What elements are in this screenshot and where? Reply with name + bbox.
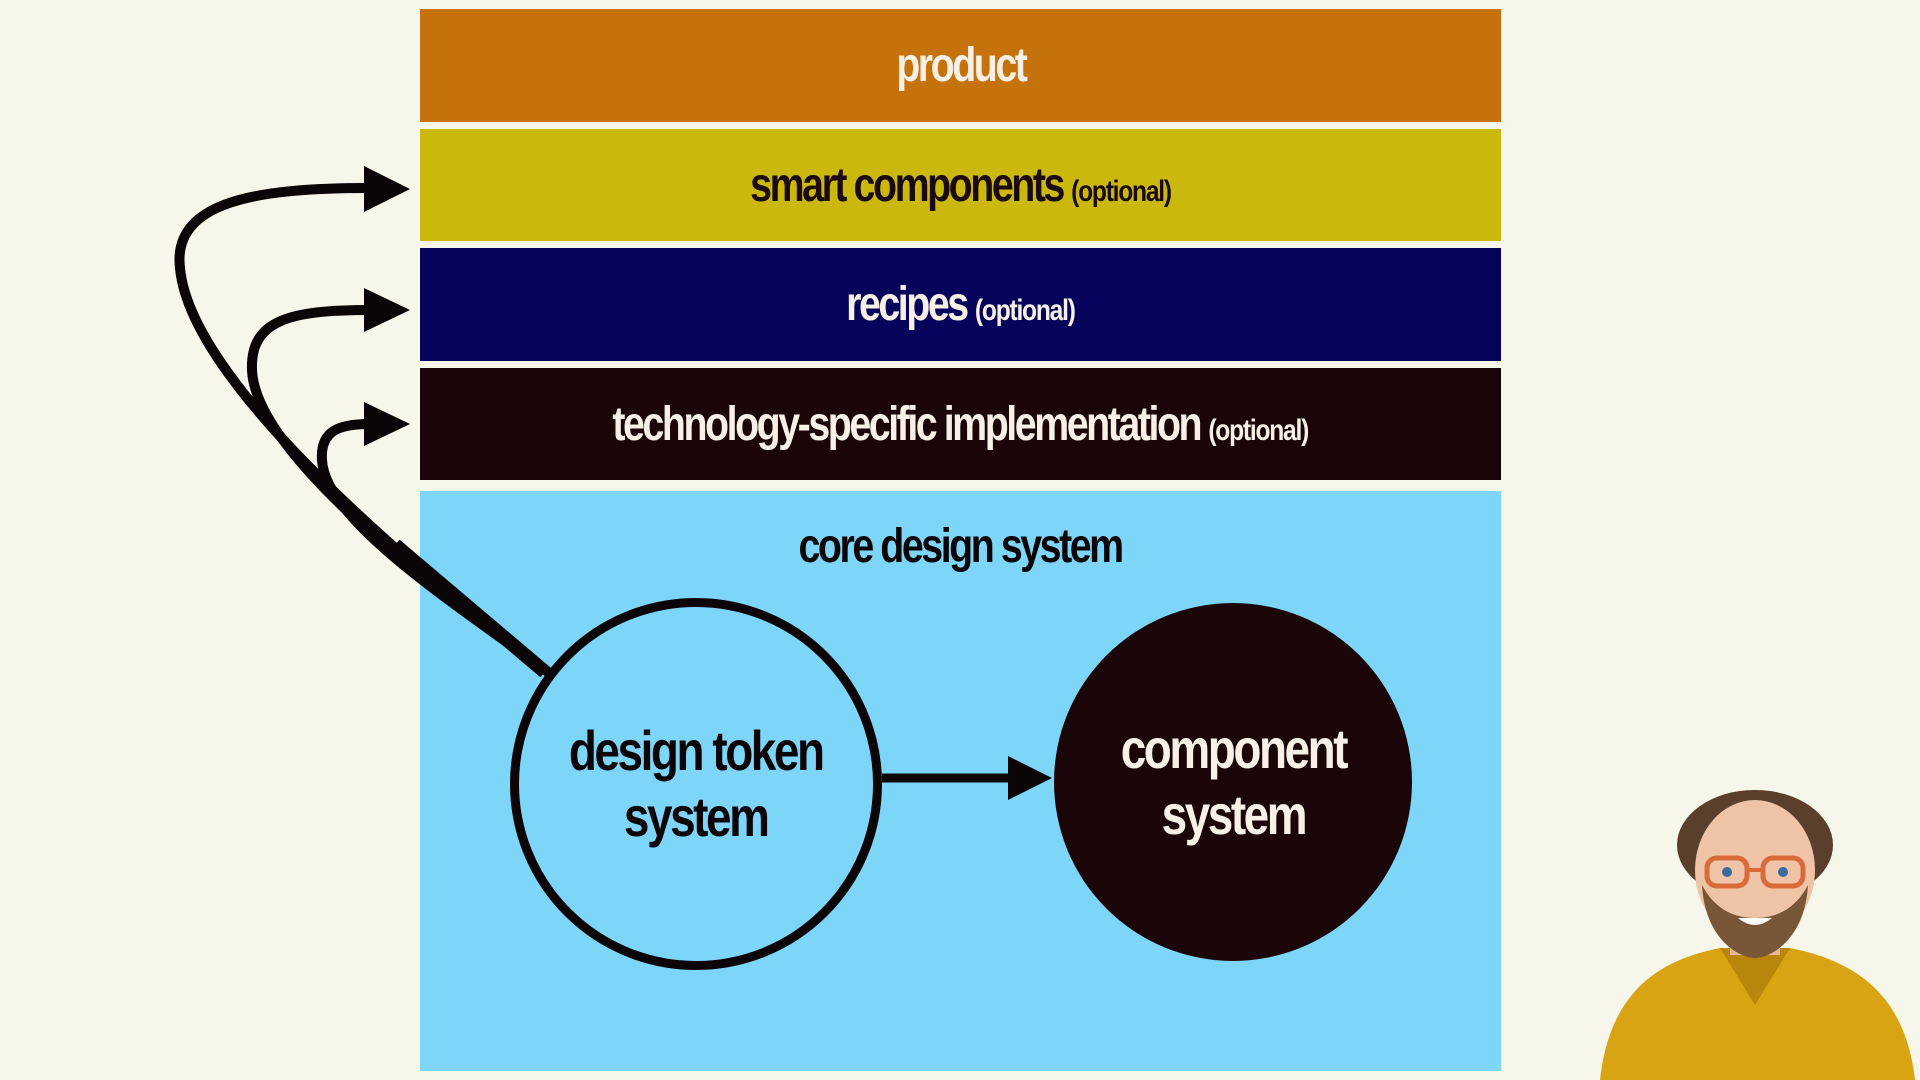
smart-components-optional: (optional)	[1071, 174, 1172, 208]
product-layer-label: product	[895, 39, 1028, 92]
recipes-arrowhead	[364, 288, 410, 332]
presenter-eye-right	[1778, 867, 1788, 877]
presenter-collar	[1720, 948, 1790, 1005]
component-system-node: component system	[1054, 603, 1412, 961]
recipes-label: recipes	[846, 278, 969, 331]
technology-optional: (optional)	[1208, 413, 1310, 447]
presenter-eye-left	[1722, 867, 1732, 877]
presenter-mouth	[1738, 918, 1772, 925]
smart-components-arrowhead	[364, 166, 410, 212]
design-token-system-label: design token system	[569, 719, 825, 848]
recipes-optional: (optional)	[975, 294, 1076, 327]
design-token-system-node: design token system	[510, 598, 882, 970]
smart-components-layer: smart components(optional)	[420, 129, 1501, 241]
presenter-shirt	[1600, 948, 1915, 1080]
technology-label: technology-specific implementation	[612, 397, 1203, 451]
product-layer: product	[420, 9, 1501, 122]
smart-components-layer-label: smart components(optional)	[750, 158, 1172, 213]
presenter-video	[1600, 790, 1915, 1080]
recipes-layer: recipes(optional)	[420, 248, 1501, 361]
technology-arrowhead	[364, 402, 410, 446]
technology-layer-label: technology-specific implementation(optio…	[612, 397, 1310, 452]
technology-specific-implementation-layer: technology-specific implementation(optio…	[420, 368, 1501, 480]
recipes-layer-label: recipes(optional)	[846, 277, 1076, 332]
component-system-label: component system	[1120, 717, 1348, 846]
smart-components-label: smart components	[750, 158, 1065, 212]
core-design-system-label: core design system	[798, 520, 1125, 573]
